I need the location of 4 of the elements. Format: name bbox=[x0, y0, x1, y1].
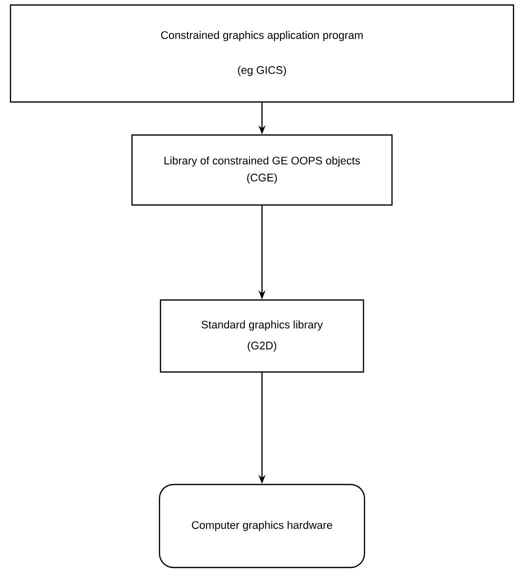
hardware-box: Computer graphics hardware bbox=[158, 484, 366, 568]
process-box: Constrained graphics application program (eg GICS) bbox=[10, 4, 514, 103]
process-box: Library of constrained GE OOPS objects (CGE) bbox=[131, 134, 393, 206]
process-box: Standard graphics library (G2D) bbox=[160, 299, 364, 373]
